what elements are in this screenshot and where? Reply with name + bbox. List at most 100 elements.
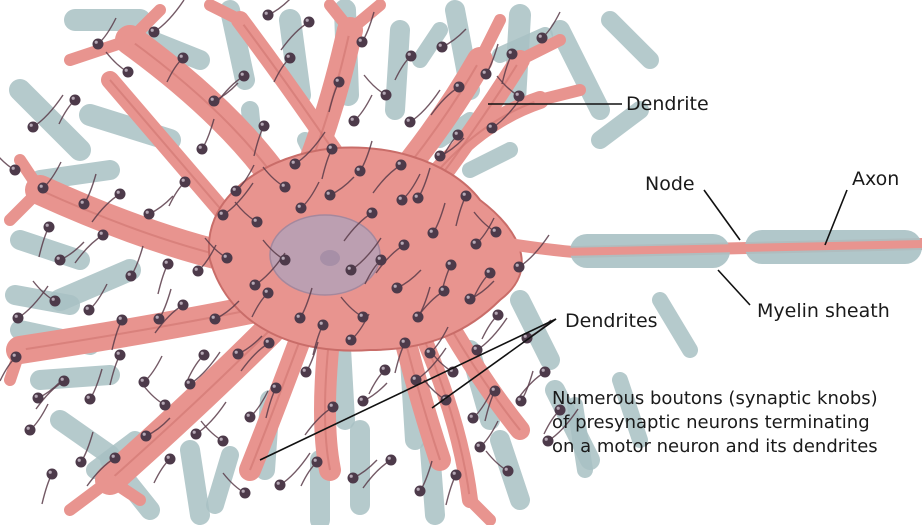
synaptic-bouton (503, 466, 514, 477)
bouton-highlight (100, 232, 103, 235)
synaptic-bouton (11, 352, 22, 363)
myelin-sheath-segment (190, 450, 200, 515)
synaptic-bouton (346, 265, 357, 276)
bouton-highlight (151, 29, 154, 32)
bouton-highlight (30, 124, 33, 127)
bouton-highlight (193, 431, 196, 434)
bouton-highlight (35, 395, 38, 398)
synaptic-bouton (154, 314, 165, 325)
synaptic-bouton (485, 268, 496, 279)
bouton-highlight (437, 153, 440, 156)
dendrite-twig (20, 160, 40, 190)
synaptic-bouton (493, 310, 504, 321)
synaptic-bouton (210, 314, 221, 325)
bouton-highlight (254, 219, 257, 222)
myelin-sheath-segment (215, 455, 230, 505)
bouton-highlight (125, 69, 128, 72)
bouton-highlight (224, 255, 227, 258)
synaptic-bouton (85, 394, 96, 405)
synaptic-bouton (348, 473, 359, 484)
bouton-highlight (329, 146, 332, 149)
bouton-highlight (467, 296, 470, 299)
bouton-highlight (483, 71, 486, 74)
bouton-highlight (463, 193, 466, 196)
bouton-highlight (401, 242, 404, 245)
bouton-highlight (15, 315, 18, 318)
bouton-highlight (398, 162, 401, 165)
bouton-highlight (265, 290, 268, 293)
synaptic-bouton (218, 436, 229, 447)
synaptic-bouton (245, 412, 256, 423)
synaptic-bouton (38, 183, 49, 194)
synaptic-bouton (47, 469, 58, 480)
synaptic-bouton (33, 393, 44, 404)
bouton-highlight (350, 475, 353, 478)
synaptic-bouton (84, 305, 95, 316)
bouton-highlight (261, 123, 264, 126)
synaptic-bouton (10, 165, 21, 176)
synaptic-bouton (514, 91, 525, 102)
bouton-highlight (542, 369, 545, 372)
synaptic-bouton (209, 96, 220, 107)
myelin-sheath-segment (610, 20, 650, 60)
synaptic-bouton (178, 300, 189, 311)
synaptic-bouton (437, 42, 448, 53)
bouton-highlight (167, 456, 170, 459)
synaptic-bouton (358, 396, 369, 407)
bouton-highlight (57, 257, 60, 260)
synaptic-bouton (59, 376, 70, 387)
synaptic-bouton (471, 239, 482, 250)
dendrites-label: Dendrites (565, 310, 658, 333)
bouton-highlight (297, 315, 300, 318)
dendrite-twig (10, 190, 40, 220)
bouton-highlight (473, 241, 476, 244)
synaptic-bouton (386, 455, 397, 466)
synaptic-bouton (397, 195, 408, 206)
leader-line (718, 270, 750, 305)
bouton-highlight (545, 438, 548, 441)
bouton-highlight (495, 312, 498, 315)
bouton-highlight (336, 79, 339, 82)
synaptic-bouton (264, 338, 275, 349)
bouton-highlight (233, 188, 236, 191)
dendrite-twig (70, 480, 110, 510)
myelin-sheath-segment (20, 240, 80, 260)
synaptic-bouton (318, 320, 329, 331)
dendrite-twig (540, 90, 580, 100)
bouton-highlight (117, 352, 120, 355)
synaptic-bouton (328, 402, 339, 413)
bouton-highlight (156, 316, 159, 319)
synaptic-bouton (275, 480, 286, 491)
bouton-highlight (357, 168, 360, 171)
synaptic-bouton (349, 116, 360, 127)
synaptic-bouton (259, 121, 270, 132)
synaptic-bouton (25, 425, 36, 436)
synaptic-bouton (180, 177, 191, 188)
bouton-highlight (303, 369, 306, 372)
bouton-highlight (201, 352, 204, 355)
bouton-highlight (415, 314, 418, 317)
presynaptic-fiber (280, 453, 310, 485)
synaptic-bouton (446, 260, 457, 271)
myelin-sheath-segment (60, 420, 110, 455)
bouton-highlight (46, 224, 49, 227)
bouton-highlight (199, 146, 202, 149)
synaptic-bouton (301, 367, 312, 378)
synaptic-bouton (263, 10, 274, 21)
synaptic-bouton (117, 315, 128, 326)
bouton-highlight (266, 340, 269, 343)
bouton-highlight (493, 229, 496, 232)
bouton-highlight (146, 211, 149, 214)
synaptic-bouton (93, 39, 104, 50)
synaptic-bouton (185, 379, 196, 390)
bouton-highlight (448, 262, 451, 265)
bouton-highlight (265, 12, 268, 15)
bouton-highlight (417, 488, 420, 491)
bouton-highlight (348, 337, 351, 340)
synaptic-bouton (435, 151, 446, 162)
synaptic-bouton (367, 208, 378, 219)
caption: Numerous boutons (synaptic knobs) of pre… (552, 387, 878, 459)
synaptic-bouton (144, 209, 155, 220)
synaptic-bouton (123, 67, 134, 78)
